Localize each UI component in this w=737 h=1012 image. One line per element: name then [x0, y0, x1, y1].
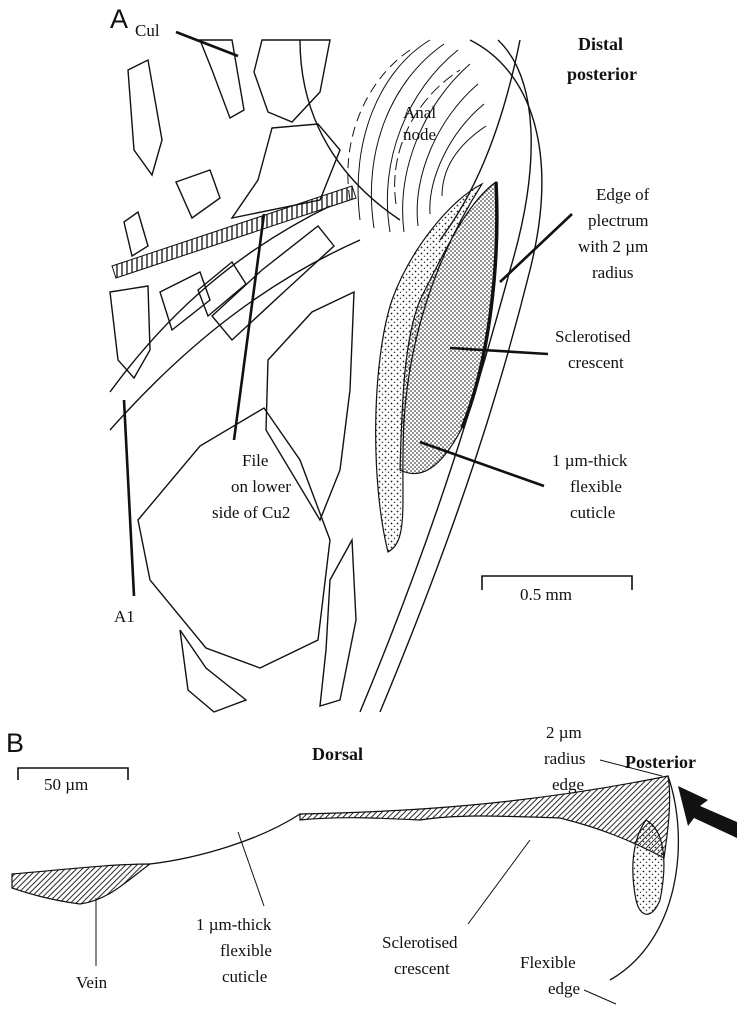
cell-5 [176, 170, 220, 218]
label-sclerb-2: crescent [394, 959, 450, 978]
label-anal-2: node [403, 125, 436, 144]
leader-edge [500, 214, 572, 282]
label-flex-3: cuticle [570, 503, 615, 522]
label-sclerb-1: Sclerotised [382, 933, 458, 952]
label-posterior: posterior [567, 64, 637, 84]
cell-3 [128, 60, 162, 175]
cell-12 [138, 408, 330, 668]
cell-13 [180, 630, 246, 712]
cell-7 [110, 286, 150, 378]
label-distal: Distal [578, 34, 623, 54]
scale-label-b: 50 µm [44, 775, 88, 794]
label-flexb-1: 1 µm-thick [196, 915, 272, 934]
label-radius-2: radius [544, 749, 586, 768]
cell-14 [320, 540, 356, 706]
label-file-2: on lower [231, 477, 291, 496]
vein-line-2 [110, 240, 360, 430]
label-radius-1: 2 µm [546, 723, 582, 742]
leader-sclerb [468, 840, 530, 924]
sclerotised-crescent-section [300, 776, 670, 858]
cell-1 [200, 40, 244, 118]
label-scler-2: crescent [568, 353, 624, 372]
cell-6 [124, 212, 148, 256]
panel-a: A [110, 4, 650, 712]
leader-cul [176, 32, 238, 56]
label-cul: Cul [135, 21, 160, 40]
panel-b: B 50 µm Dorsal Posterior 2 µm radius edg… [6, 723, 737, 1004]
cell-10 [212, 226, 334, 340]
label-flexb-3: cuticle [222, 967, 267, 986]
vein-section [12, 864, 150, 904]
label-flex-2: flexible [570, 477, 622, 496]
panel-b-letter: B [6, 728, 24, 758]
wing-cells [110, 40, 356, 712]
label-edge-1: Edge of [596, 185, 650, 204]
leader-flexedge [584, 990, 616, 1004]
label-radius-3: edge [552, 775, 584, 794]
label-flexedge-2: edge [548, 979, 580, 998]
panel-a-letter: A [110, 4, 128, 34]
plectrum [376, 182, 497, 552]
label-flexb-2: flexible [220, 941, 272, 960]
label-anal-1: Anal [403, 103, 436, 122]
label-edge-3: with 2 µm [578, 237, 648, 256]
force-arrow-icon [678, 786, 737, 838]
label-edge-4: radius [592, 263, 634, 282]
label-edge-2: plectrum [588, 211, 648, 230]
label-dorsal: Dorsal [312, 744, 363, 764]
leader-file [234, 214, 264, 440]
leader-flex [420, 442, 544, 486]
label-scler-1: Sclerotised [555, 327, 631, 346]
cell-9 [198, 262, 246, 316]
leader-a1 [124, 400, 134, 596]
label-flexedge-1: Flexible [520, 953, 576, 972]
label-file-1: File [242, 451, 268, 470]
leader-flexb [238, 832, 264, 906]
scale-label-a: 0.5 mm [520, 585, 572, 604]
label-vein: Vein [76, 973, 108, 992]
panel-a-labels: Cul Anal node Distal posterior Edge of p… [114, 21, 650, 626]
label-file-3: side of Cu2 [212, 503, 290, 522]
label-a1: A1 [114, 607, 135, 626]
flexible-cuticle-section [150, 814, 300, 864]
cell-2 [254, 40, 330, 122]
label-flex-1: 1 µm-thick [552, 451, 628, 470]
